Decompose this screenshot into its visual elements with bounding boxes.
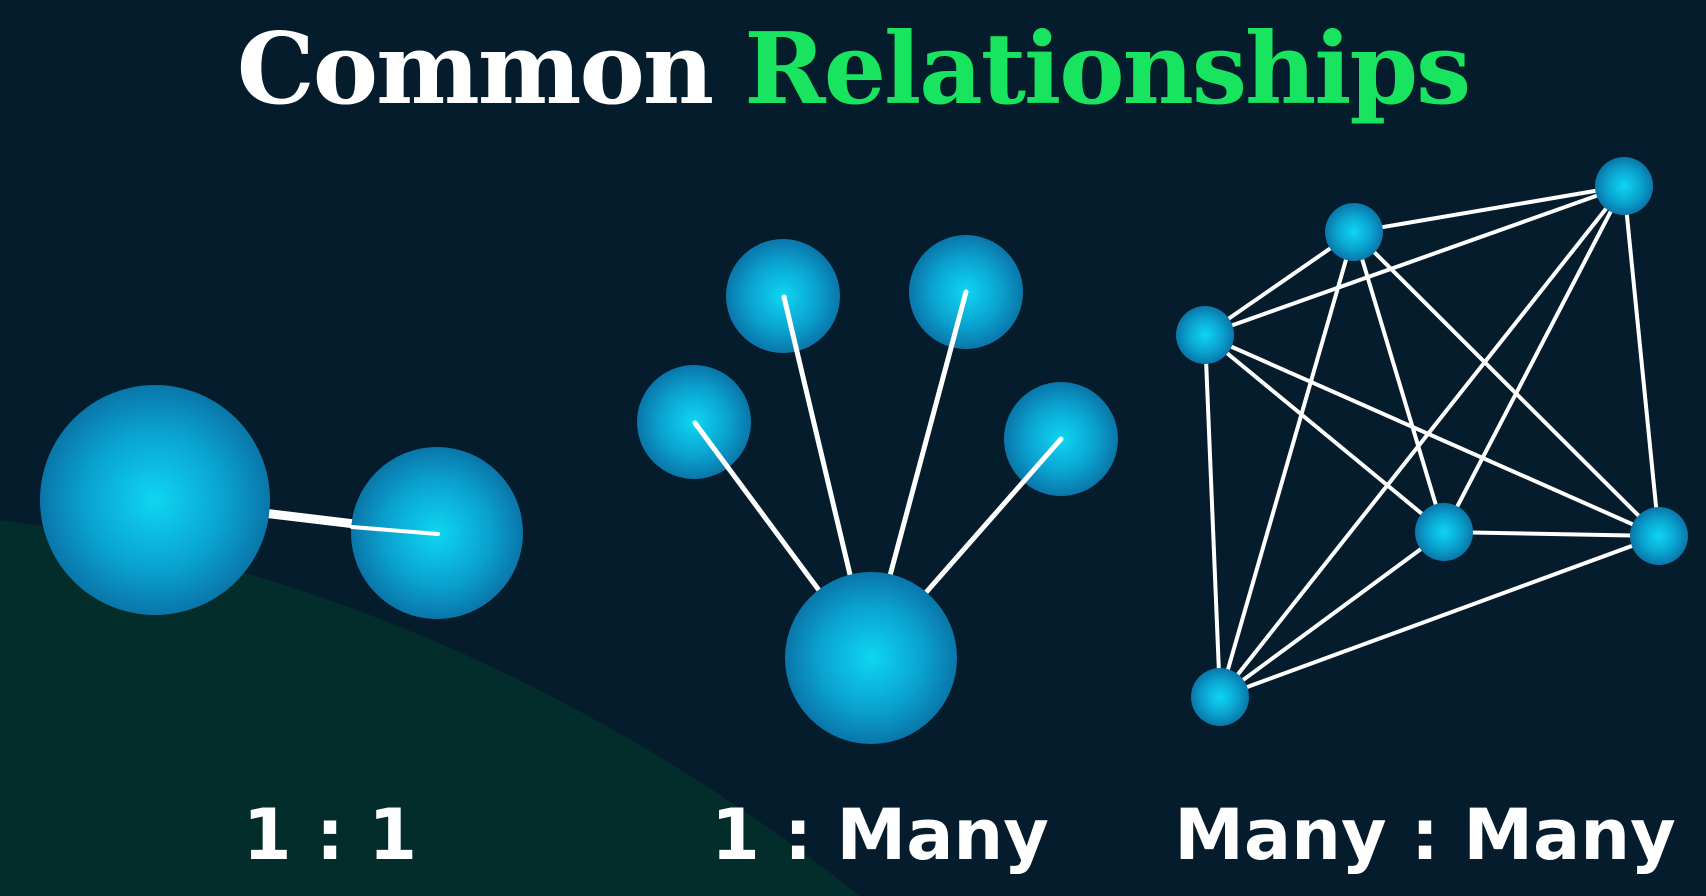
edge-mm: [1203, 333, 1446, 534]
page-title: Common Relationships: [0, 10, 1706, 130]
node-mm-4: [1415, 503, 1473, 561]
title-word-relationships: Relationships: [744, 12, 1471, 127]
many-to-many-diagram: [1176, 157, 1688, 726]
label-one-to-many: 1 : Many: [711, 794, 1049, 876]
edge-1to1-tip: [350, 525, 440, 536]
edge-mm: [1218, 530, 1446, 699]
node-mm-6: [1191, 668, 1249, 726]
edge-mm: [1203, 333, 1661, 538]
node-large: [40, 385, 270, 615]
title-word-common: Common: [236, 12, 714, 127]
one-to-many-diagram: [637, 235, 1118, 744]
edge-child-2: [781, 294, 855, 586]
edge-mm: [1203, 333, 1222, 699]
edge-mm: [1352, 184, 1626, 234]
edge-mm: [1442, 530, 1661, 538]
edge-mm: [1218, 184, 1626, 699]
node-parent: [785, 572, 957, 744]
edge-mm: [1622, 184, 1661, 538]
edge-mm: [1352, 230, 1661, 538]
edge-mm: [1203, 184, 1626, 337]
node-mm-3: [1595, 157, 1653, 215]
edge-mm: [1442, 184, 1626, 534]
edge-child-1: [692, 420, 824, 596]
node-mm-2: [1325, 203, 1383, 261]
edge-mm: [1218, 230, 1356, 699]
edge-mm: [1218, 534, 1661, 699]
edge-child-4: [919, 436, 1064, 600]
edge-mm: [1203, 230, 1356, 337]
edge-mm: [1352, 230, 1446, 534]
node-mm-1: [1176, 306, 1234, 364]
edge-child-3: [885, 289, 969, 586]
label-many-to-many: Many : Many: [1174, 794, 1676, 876]
one-to-one-diagram: [40, 385, 523, 619]
label-one-to-one: 1 : 1: [242, 794, 418, 876]
hill-shape: [0, 520, 860, 896]
node-mm-5: [1630, 507, 1688, 565]
